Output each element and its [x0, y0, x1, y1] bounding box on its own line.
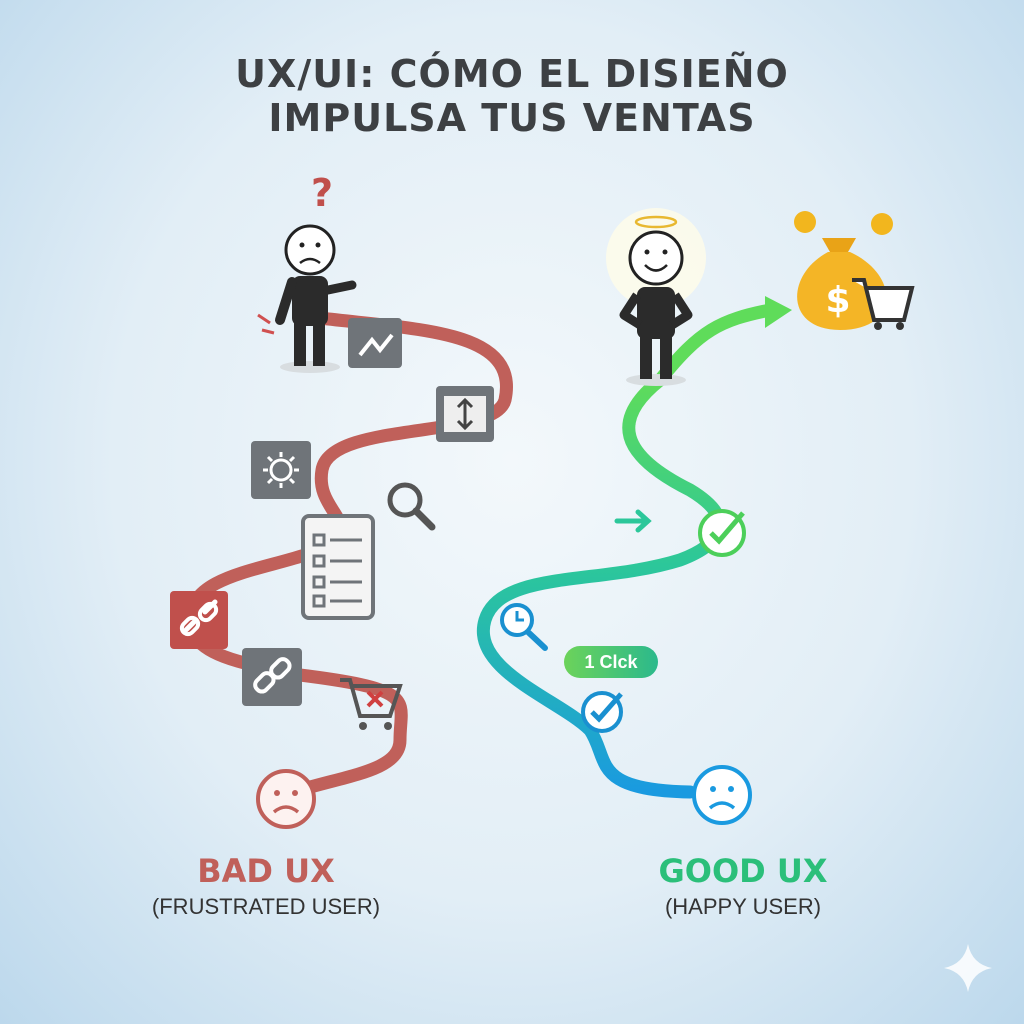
bad-ux-sublabel: (FRUSTRATED USER) [151, 894, 381, 919]
resize-icon [436, 386, 494, 442]
check-circle-blue-icon [581, 691, 623, 733]
broken-ui-icon [348, 318, 402, 368]
title-line-2: IMPULSA TUS VENTAS [268, 96, 756, 140]
face-icon [692, 765, 752, 825]
form-document-icon [301, 514, 375, 620]
sad-face-icon [256, 769, 316, 829]
arrow-head-icon [765, 296, 792, 328]
settings-sun-icon [251, 441, 311, 499]
bad-ux-label: BAD UX [197, 852, 335, 890]
check-circle-icon [698, 509, 746, 557]
one-click-badge: 1 Clck [564, 646, 658, 678]
dollar-sign: $ [825, 280, 850, 321]
clock-search-icon [500, 603, 548, 651]
frustrated-user-figure [257, 224, 357, 373]
broken-link-icon [170, 591, 228, 649]
question-mark: ? [311, 171, 333, 215]
good-ux-sublabel: (HAPPY USER) [664, 894, 822, 919]
bad-ux-path [183, 311, 513, 797]
good-ux-path [476, 373, 727, 799]
money-bag-icon [794, 211, 893, 330]
link-icon [242, 648, 302, 706]
search-icon [387, 482, 436, 531]
sparkle-icon [944, 944, 992, 992]
cart-error-icon [340, 678, 403, 730]
happy-user-figure [606, 208, 706, 386]
shopping-cart-icon [852, 278, 915, 330]
good-ux-label: GOOD UX [658, 852, 828, 890]
title-line-1: UX/UI: CÓMO EL DISIEÑO [235, 52, 789, 96]
arrow-right-icon [614, 509, 652, 533]
